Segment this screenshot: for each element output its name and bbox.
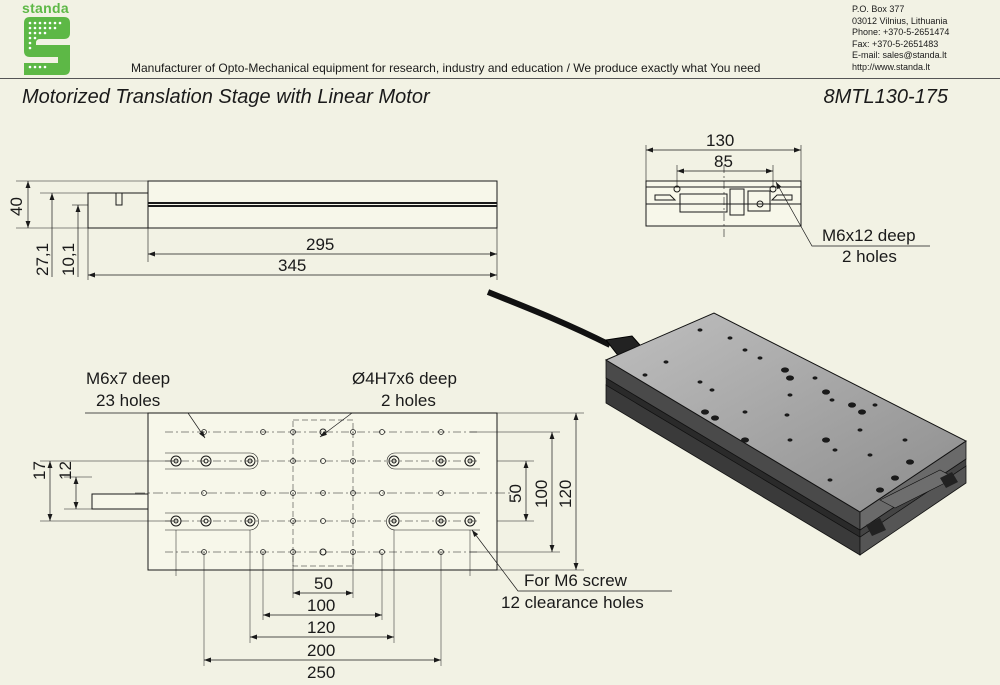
dim-v-120: 120	[556, 480, 575, 508]
standa-logo	[24, 17, 70, 75]
dim-length-345: 345	[278, 256, 306, 275]
model-number: 8MTL130-175	[823, 86, 948, 108]
dim-width-130: 130	[706, 131, 734, 150]
dim-h-250: 250	[307, 663, 335, 682]
stage-3d-render	[486, 289, 967, 556]
header-rule	[0, 78, 1000, 79]
page-title: Motorized Translation Stage with Linear …	[22, 86, 430, 108]
dim-length-295: 295	[306, 235, 334, 254]
dim-h-120: 120	[307, 618, 335, 637]
contact-line: Phone: +370-5-2651474	[852, 27, 950, 37]
dim-v-12: 12	[56, 461, 75, 480]
top-view	[40, 412, 672, 666]
brand-name: standa	[22, 0, 69, 16]
contact-line: 03012 Vilnius, Lithuania	[852, 15, 948, 26]
dim-width-85: 85	[714, 152, 733, 171]
note-m6x7: M6x7 deep	[86, 369, 170, 388]
note-m6x12-count: 2 holes	[842, 247, 897, 266]
side-view	[16, 180, 498, 280]
contact-block: P.O. Box 377 03012 Vilnius, Lithuania Ph…	[852, 4, 949, 73]
dim-height-10: 10,1	[59, 243, 78, 276]
note-clearance: For M6 screw	[524, 571, 628, 590]
threaded-holes	[201, 429, 444, 555]
dim-h-100: 100	[307, 596, 335, 615]
dim-v-17: 17	[30, 461, 49, 480]
contact-line: E-mail: sales@standa.lt	[852, 50, 947, 60]
dim-v-50: 50	[506, 484, 525, 503]
contact-line: P.O. Box 377	[852, 4, 905, 14]
tagline: Manufacturer of Opto-Mechanical equipmen…	[131, 61, 761, 75]
contact-line: http://www.standa.lt	[852, 61, 931, 72]
contact-line: Fax: +370-5-2651483	[852, 38, 939, 49]
dim-h-200: 200	[307, 641, 335, 660]
note-m6x12: M6x12 deep	[822, 226, 916, 245]
note-clearance-count: 12 clearance holes	[501, 593, 644, 612]
dim-height-27: 27,1	[33, 243, 52, 276]
note-dowel: Ø4H7x6 deep	[352, 369, 457, 388]
note-m6x7-count: 23 holes	[96, 391, 160, 410]
dim-h-50: 50	[314, 574, 333, 593]
note-dowel-count: 2 holes	[381, 391, 436, 410]
dim-v-100: 100	[532, 480, 551, 508]
end-view	[645, 145, 930, 247]
dim-height-40: 40	[7, 197, 26, 216]
